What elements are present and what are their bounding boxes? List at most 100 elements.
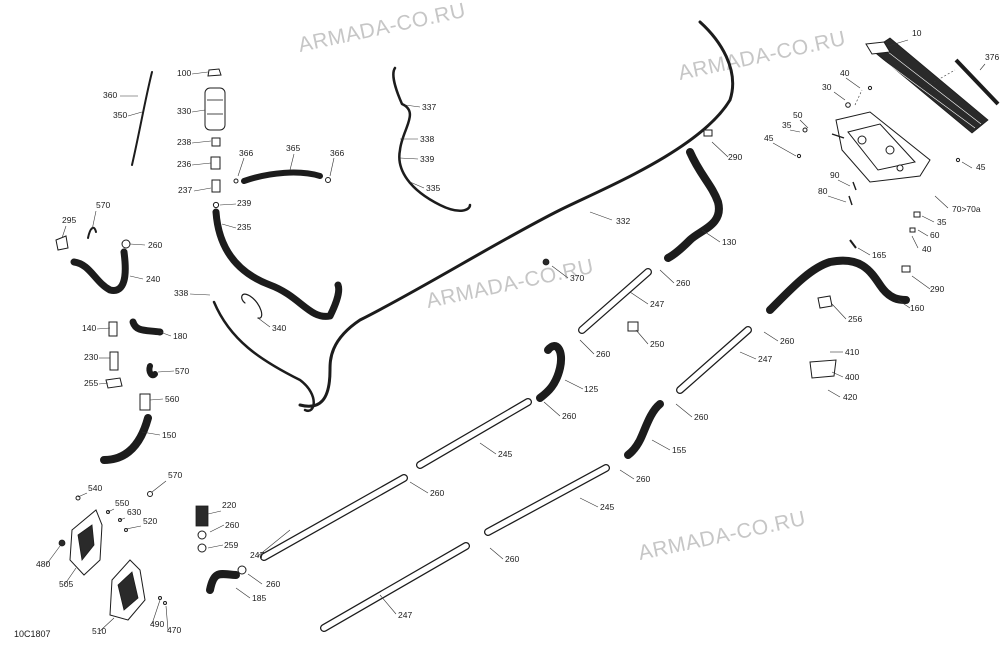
- callout-180: 180: [173, 331, 187, 341]
- callout-leader: [221, 223, 237, 229]
- callout-570: 570: [175, 366, 189, 376]
- reference-code: 10C1807: [14, 629, 51, 639]
- callout-337: 337: [422, 102, 436, 112]
- callout-leader: [897, 299, 911, 309]
- callout-260: 260: [596, 349, 610, 359]
- callout-labels: 1030353540404545506070>70a80901001251301…: [36, 28, 999, 636]
- callout-366: 366: [239, 148, 253, 158]
- callout-leader: [107, 508, 115, 513]
- callout-leader: [189, 293, 211, 296]
- callout-leader: [409, 181, 425, 189]
- callout-260: 260: [676, 278, 690, 288]
- callout-leader: [772, 142, 797, 157]
- callout-leader: [191, 71, 209, 75]
- callout-240: 240: [146, 274, 160, 284]
- bracket-assembly: [58, 495, 167, 621]
- callout-185: 185: [252, 593, 266, 603]
- callout-leader: [257, 529, 291, 557]
- callout-leader: [61, 225, 67, 239]
- radiator-assembly: [796, 37, 1000, 233]
- callout-260: 260: [636, 474, 650, 484]
- callout-leader: [379, 594, 397, 615]
- callout-330: 330: [177, 106, 191, 116]
- callout-30: 30: [822, 82, 832, 92]
- callout-247: 247: [650, 299, 664, 309]
- callout-leader: [207, 544, 224, 549]
- callout-339: 339: [420, 154, 434, 164]
- callout-leader: [219, 203, 237, 206]
- callout-260: 260: [430, 488, 444, 498]
- callout-leader: [151, 480, 167, 493]
- callout-leader: [979, 63, 986, 71]
- callout-260: 260: [780, 336, 794, 346]
- callout-350: 350: [113, 110, 127, 120]
- watermark: ARMADA-CO.RU: [676, 27, 848, 85]
- callout-leader: [934, 195, 949, 209]
- callout-260: 260: [505, 554, 519, 564]
- callout-60: 60: [930, 230, 940, 240]
- coolant-pipes: [260, 268, 752, 632]
- callout-leader: [579, 339, 595, 355]
- callout-leader: [651, 439, 671, 451]
- callout-490: 490: [150, 619, 164, 629]
- callout-leader: [619, 469, 635, 480]
- callout-260: 260: [148, 240, 162, 250]
- callout-leader: [77, 492, 88, 498]
- callout-255: 255: [84, 378, 98, 388]
- callout-150: 150: [162, 430, 176, 440]
- callout-35: 35: [782, 120, 792, 130]
- callout-leader: [629, 291, 649, 305]
- callout-leader: [887, 39, 909, 47]
- watermark: ARMADA-CO.RU: [636, 507, 808, 565]
- callout-leader: [489, 547, 504, 560]
- callout-80: 80: [818, 186, 828, 196]
- callout-237: 237: [178, 185, 192, 195]
- callout-480: 480: [36, 559, 50, 569]
- callout-leader: [64, 567, 77, 585]
- callout-155: 155: [672, 445, 686, 455]
- callout-leader: [193, 187, 212, 192]
- callout-570: 570: [168, 470, 182, 480]
- callout-leader: [789, 129, 801, 133]
- coolant-reservoir: [204, 68, 331, 209]
- watermark: ARMADA-CO.RU: [296, 0, 468, 57]
- callout-leader: [831, 303, 847, 320]
- long-tubes: [131, 20, 735, 412]
- callout-leader: [799, 119, 809, 129]
- callout-290: 290: [728, 152, 742, 162]
- callout-100: 100: [177, 68, 191, 78]
- callout-510: 510: [92, 626, 106, 636]
- callout-125: 125: [584, 384, 598, 394]
- callout-130: 130: [722, 237, 736, 247]
- callout-leader: [151, 599, 161, 625]
- callout-leader: [831, 371, 844, 378]
- callout-leader: [479, 442, 497, 455]
- callout-40: 40: [922, 244, 932, 254]
- left-hoses: [55, 226, 164, 497]
- callout-365: 365: [286, 143, 300, 153]
- callout-10: 10: [912, 28, 922, 38]
- callout-340: 340: [272, 323, 286, 333]
- callout-45: 45: [976, 162, 986, 172]
- callout-50: 50: [793, 110, 803, 120]
- callout-400: 400: [845, 372, 859, 382]
- callout-260: 260: [562, 411, 576, 421]
- callout-leader: [564, 379, 584, 390]
- callout-leader: [551, 265, 569, 279]
- callout-540: 540: [88, 483, 102, 493]
- callout-260: 260: [694, 412, 708, 422]
- callout-leader: [921, 215, 935, 223]
- callout-leader: [257, 317, 271, 328]
- callout-230: 230: [84, 352, 98, 362]
- callout-338: 338: [174, 288, 188, 298]
- callout-560: 560: [165, 394, 179, 404]
- callout-335: 335: [426, 183, 440, 193]
- callout-leader: [209, 524, 225, 533]
- callout-leader: [911, 275, 931, 290]
- hose-235: [212, 169, 343, 320]
- callout-550: 550: [115, 498, 129, 508]
- callout-505: 505: [59, 579, 73, 589]
- callout-leader: [711, 141, 729, 158]
